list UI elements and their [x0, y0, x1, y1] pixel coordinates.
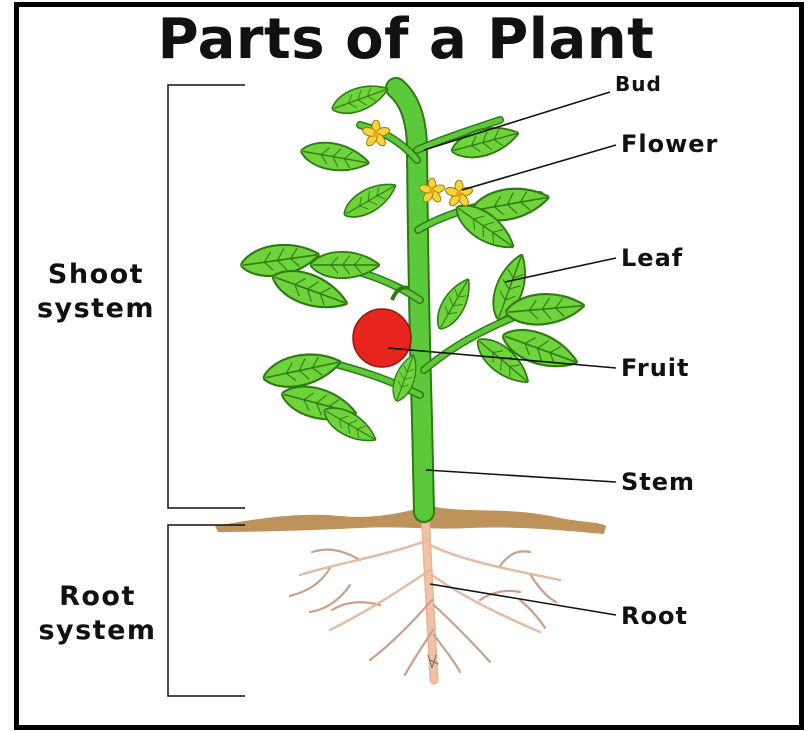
label-leaf: Leaf	[621, 244, 683, 272]
shoot-system-label: Shoot system	[32, 258, 160, 326]
root-system	[290, 512, 560, 680]
root-system-line1: Root	[30, 580, 165, 614]
shoot-system-line1: Shoot	[32, 258, 160, 292]
label-fruit: Fruit	[621, 354, 689, 382]
plant-fruit	[353, 288, 411, 368]
root-system-line2: system	[30, 614, 165, 648]
soil-line	[215, 506, 606, 534]
label-flower: Flower	[621, 130, 718, 158]
root-bracket	[168, 525, 245, 696]
label-root: Root	[621, 602, 688, 630]
label-stem: Stem	[621, 468, 695, 496]
shoot-bracket	[168, 85, 245, 508]
label-bud: Bud	[615, 72, 662, 96]
shoot-system-line2: system	[32, 292, 160, 326]
root-system-label: Root system	[30, 580, 165, 648]
